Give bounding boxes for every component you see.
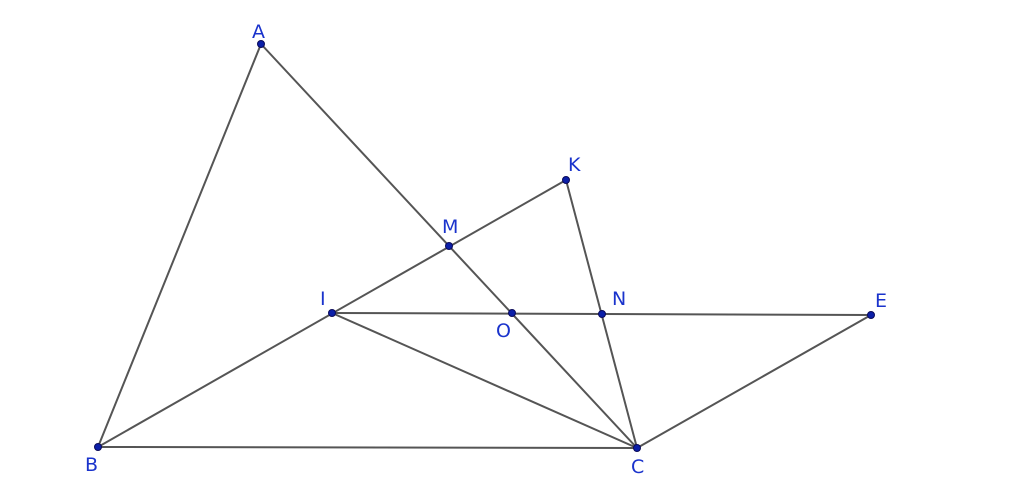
label-k: K (568, 154, 581, 176)
point-b (94, 443, 102, 451)
segment-ce (636, 314, 872, 449)
segment-ab (97, 43, 262, 448)
labels-layer: A B C K M I O N E (85, 21, 887, 478)
point-c (633, 444, 641, 452)
label-i: I (320, 288, 326, 310)
segments-layer (97, 43, 872, 449)
point-m (445, 242, 453, 250)
label-e: E (875, 290, 887, 312)
label-m: M (442, 216, 458, 238)
label-b: B (85, 454, 98, 476)
point-e (867, 311, 875, 319)
label-n: N (612, 288, 626, 310)
point-n (598, 310, 606, 318)
point-a (257, 40, 265, 48)
label-o: O (496, 320, 511, 342)
segment-bc (97, 446, 638, 449)
points-layer (94, 40, 875, 452)
label-c: C (631, 456, 644, 478)
label-a: A (252, 21, 265, 43)
point-i (328, 309, 336, 317)
segment-ic (331, 312, 638, 449)
point-k (562, 176, 570, 184)
point-o (508, 309, 516, 317)
